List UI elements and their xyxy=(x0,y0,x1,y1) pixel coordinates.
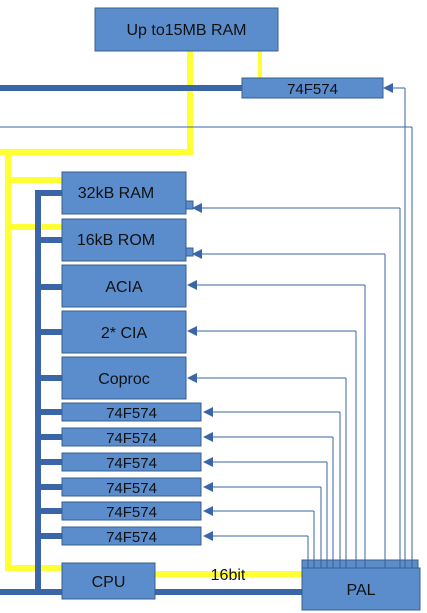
acia-label: ACIA xyxy=(105,279,143,296)
block-latch-4: 74F574 xyxy=(61,477,202,497)
ram32-label: 32kB RAM xyxy=(78,185,154,202)
arrow-left-icon xyxy=(192,249,202,259)
block-cia: 2* CIA xyxy=(61,310,187,354)
block-coproc: Coproc xyxy=(61,356,187,400)
arrow-left-icon xyxy=(203,506,213,516)
block-ram32: 32kB RAM xyxy=(61,171,194,215)
latch-label: 74F574 xyxy=(106,405,157,422)
block-acia: ACIA xyxy=(61,264,187,308)
control-lines xyxy=(0,87,413,560)
latch-label: 74F574 xyxy=(106,529,157,546)
address-bus xyxy=(0,50,302,577)
ram15-label: Up to15MB RAM xyxy=(126,22,246,39)
block-cpu: CPU xyxy=(61,562,156,600)
latch-label: 74F574 xyxy=(106,480,157,497)
block-rom16: 16kB ROM xyxy=(61,218,194,262)
arrow-left-icon xyxy=(203,531,213,541)
data-bus xyxy=(0,85,302,595)
arrow-left-icon xyxy=(187,326,197,336)
latch-label: 74F574 xyxy=(106,455,157,472)
coproc-label: Coproc xyxy=(98,371,150,388)
latch-top-label: 74F574 xyxy=(287,81,338,98)
cpu-label: CPU xyxy=(92,574,126,591)
latch-label: 74F574 xyxy=(106,504,157,521)
arrow-left-icon xyxy=(203,482,213,492)
rom16-label: 16kB ROM xyxy=(77,232,155,249)
bus-width-label: 16bit xyxy=(211,567,246,584)
block-ram15: Up to15MB RAM xyxy=(94,7,279,52)
arrowheads xyxy=(187,83,393,541)
arrow-left-icon xyxy=(383,83,393,93)
block-latch-3: 74F574 xyxy=(61,452,202,472)
block-latch-1: 74F574 xyxy=(61,402,202,422)
block-latch-top: 74F574 xyxy=(241,77,384,99)
block-latch-2: 74F574 xyxy=(61,427,202,447)
arrow-left-icon xyxy=(192,203,202,213)
arrow-left-icon xyxy=(187,373,197,383)
arrow-left-icon xyxy=(203,457,213,467)
arrow-left-icon xyxy=(203,432,213,442)
arrow-left-icon xyxy=(187,280,197,290)
pal-label: PAL xyxy=(346,582,375,599)
block-latch-6: 74F574 xyxy=(61,526,202,546)
block-pal: PAL xyxy=(301,559,421,611)
latch-label: 74F574 xyxy=(106,430,157,447)
block-latch-5: 74F574 xyxy=(61,501,202,521)
cia-label: 2* CIA xyxy=(101,325,148,342)
arrow-left-icon xyxy=(203,407,213,417)
